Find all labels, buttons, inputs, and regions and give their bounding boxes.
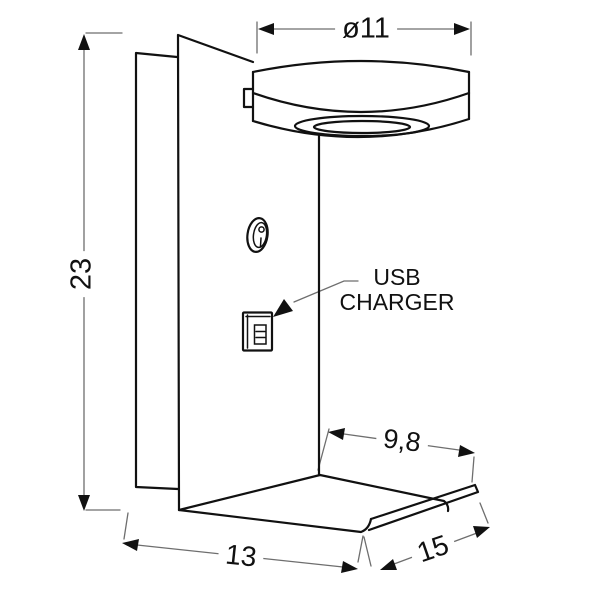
- head-band-arc: [251, 91, 471, 114]
- usb-pointer-arrow-icon: [273, 299, 293, 317]
- dimension-label-body-depth: 13: [216, 538, 266, 574]
- panel-front-face: [176, 33, 322, 512]
- arrow-width-left-icon: [380, 559, 397, 570]
- usb-port[interactable]: [241, 311, 274, 352]
- arrow-left-icon: [258, 23, 274, 35]
- extension-lines-width: [363, 502, 489, 567]
- wall-panel: [134, 33, 322, 512]
- lens-inner-ring: [312, 119, 412, 135]
- arrow-down-icon: [78, 495, 90, 511]
- dimension-label-height: 23: [66, 250, 98, 298]
- arrow-depth-right-icon: [341, 561, 358, 573]
- lens-outer-ring: [293, 114, 431, 138]
- dimension-label-shelf-depth: 9,8: [374, 423, 430, 459]
- extension-lines-body-depth: [123, 512, 364, 563]
- head-side-walls: [251, 70, 471, 123]
- dimension-label-head-diameter: ø11: [335, 13, 397, 45]
- arrow-right-icon: [454, 23, 470, 35]
- arrow-depth-left-icon: [122, 539, 139, 551]
- head-side-tab: [242, 87, 255, 109]
- usb-port-bezel-inner: [245, 314, 271, 349]
- dimension-arrows: [78, 23, 490, 573]
- switch-outer-oval[interactable]: [245, 217, 270, 253]
- arrow-shelf-right-icon: [458, 445, 475, 457]
- arrow-shelf-left-icon: [328, 428, 345, 440]
- shelf-front-edge: [177, 508, 373, 534]
- leader-line-usb: [293, 280, 359, 303]
- shelf-top-edge: [318, 473, 450, 513]
- shelf: [177, 473, 480, 534]
- usb-port-bezel[interactable]: [241, 311, 274, 352]
- extension-lines-height: [85, 32, 123, 511]
- arrow-width-right-icon: [473, 526, 490, 538]
- arrow-up-icon: [78, 34, 90, 50]
- switch-tick: [259, 237, 262, 247]
- head-top-arc: [251, 59, 471, 74]
- power-switch[interactable]: [245, 217, 270, 253]
- usb-socket-pins: [255, 330, 266, 339]
- usb-charger-callout: USB CHARGER: [339, 265, 454, 315]
- usb-socket: [253, 324, 267, 345]
- switch-dot: [258, 226, 265, 233]
- switch-inner-oval: [252, 221, 268, 249]
- usb-charger-callout-line2: CHARGER: [339, 289, 455, 315]
- usb-charger-callout-line1: USB: [373, 264, 421, 290]
- back-plate-edge: [134, 51, 180, 491]
- lamp-head: [242, 59, 471, 139]
- extension-lines-diameter: [256, 21, 472, 56]
- shelf-lip: [367, 483, 480, 532]
